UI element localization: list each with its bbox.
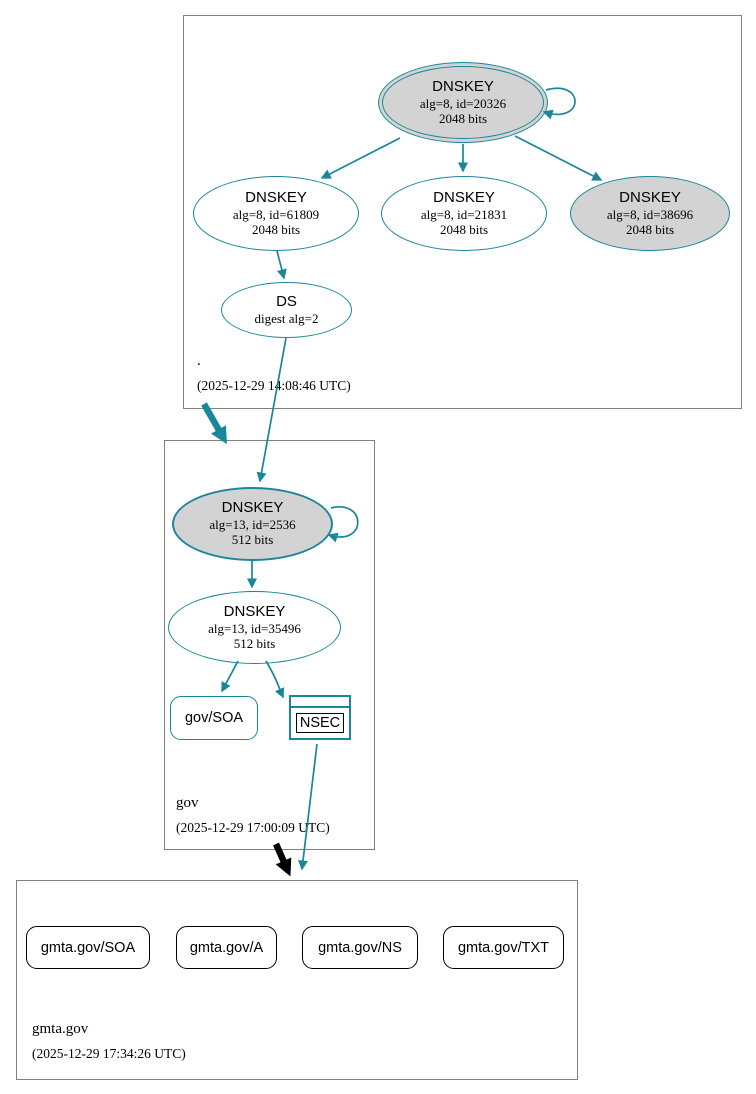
- node-title: DNSKEY: [619, 188, 681, 206]
- zone-box-root: [183, 15, 742, 409]
- edge-secure-delegation-root-to-gov: [201, 402, 227, 445]
- node-detail: 512 bits: [231, 532, 274, 548]
- node-detail: 2048 bits: [438, 110, 488, 126]
- rrset-label: gmta.gov/TXT: [457, 939, 550, 956]
- node-detail: 2048 bits: [625, 221, 675, 237]
- node-gmta-gov-a[interactable]: gmta.gov/A: [176, 926, 277, 969]
- node-dnskey-61809[interactable]: DNSKEY alg=8, id=61809 2048 bits: [193, 176, 359, 251]
- node-title: DNSKEY: [245, 188, 307, 206]
- node-title: DNSKEY: [432, 77, 494, 95]
- node-title: DNSKEY: [433, 188, 495, 206]
- node-detail: digest alg=2: [254, 310, 319, 326]
- zone-box-gmta-gov: [16, 880, 578, 1080]
- rrset-label: gmta.gov/NS: [318, 939, 402, 956]
- nsec-header-cell: [291, 697, 349, 708]
- zone-label-root: .: [197, 353, 201, 369]
- zone-label-gmta-gov: gmta.gov: [32, 1021, 89, 1037]
- node-gmta-gov-ns[interactable]: gmta.gov/NS: [302, 926, 418, 969]
- node-dnskey-21831[interactable]: DNSKEY alg=8, id=21831 2048 bits: [381, 176, 547, 251]
- node-detail: alg=8, id=61809: [232, 206, 320, 222]
- zone-timestamp-root: (2025-12-29 14:08:46 UTC): [197, 378, 351, 393]
- node-detail: 2048 bits: [251, 221, 301, 237]
- node-dnskey-20326-ksk[interactable]: DNSKEY alg=8, id=20326 2048 bits: [378, 62, 548, 143]
- nsec-label: NSEC: [295, 712, 345, 734]
- nsec-body-cell: NSEC: [291, 708, 349, 738]
- node-gmta-gov-txt[interactable]: gmta.gov/TXT: [443, 926, 564, 969]
- zone-label-gov: gov: [176, 795, 199, 811]
- zone-timestamp-gmta-gov: (2025-12-29 17:34:26 UTC): [32, 1046, 186, 1061]
- rrset-label: gov/SOA: [184, 710, 244, 726]
- sep-double-ring: [382, 66, 544, 139]
- zone-timestamp-gov: (2025-12-29 17:00:09 UTC): [176, 820, 330, 835]
- node-detail: alg=8, id=38696: [606, 206, 694, 222]
- node-gov-soa[interactable]: gov/SOA: [170, 696, 258, 740]
- node-title: DS: [276, 292, 297, 310]
- node-detail: alg=8, id=20326: [419, 95, 507, 111]
- node-title: DNSKEY: [223, 602, 286, 620]
- node-gmta-gov-soa[interactable]: gmta.gov/SOA: [26, 926, 150, 969]
- node-dnskey-2536-ksk[interactable]: DNSKEY alg=13, id=2536 512 bits: [172, 487, 333, 561]
- node-detail: 2048 bits: [439, 221, 489, 237]
- node-detail: alg=13, id=35496: [208, 620, 301, 636]
- node-title: DNSKEY: [221, 499, 284, 517]
- rrset-label: gmta.gov/SOA: [40, 939, 136, 956]
- node-detail: alg=8, id=21831: [420, 206, 508, 222]
- node-detail: 512 bits: [233, 635, 276, 651]
- rrset-label: gmta.gov/A: [189, 939, 264, 956]
- node-ds[interactable]: DS digest alg=2: [221, 282, 352, 338]
- node-dnskey-38696[interactable]: DNSKEY alg=8, id=38696 2048 bits: [570, 176, 730, 251]
- node-nsec[interactable]: NSEC: [289, 695, 351, 740]
- node-detail: alg=13, id=2536: [209, 517, 296, 533]
- node-dnskey-35496[interactable]: DNSKEY alg=13, id=35496 512 bits: [168, 591, 341, 664]
